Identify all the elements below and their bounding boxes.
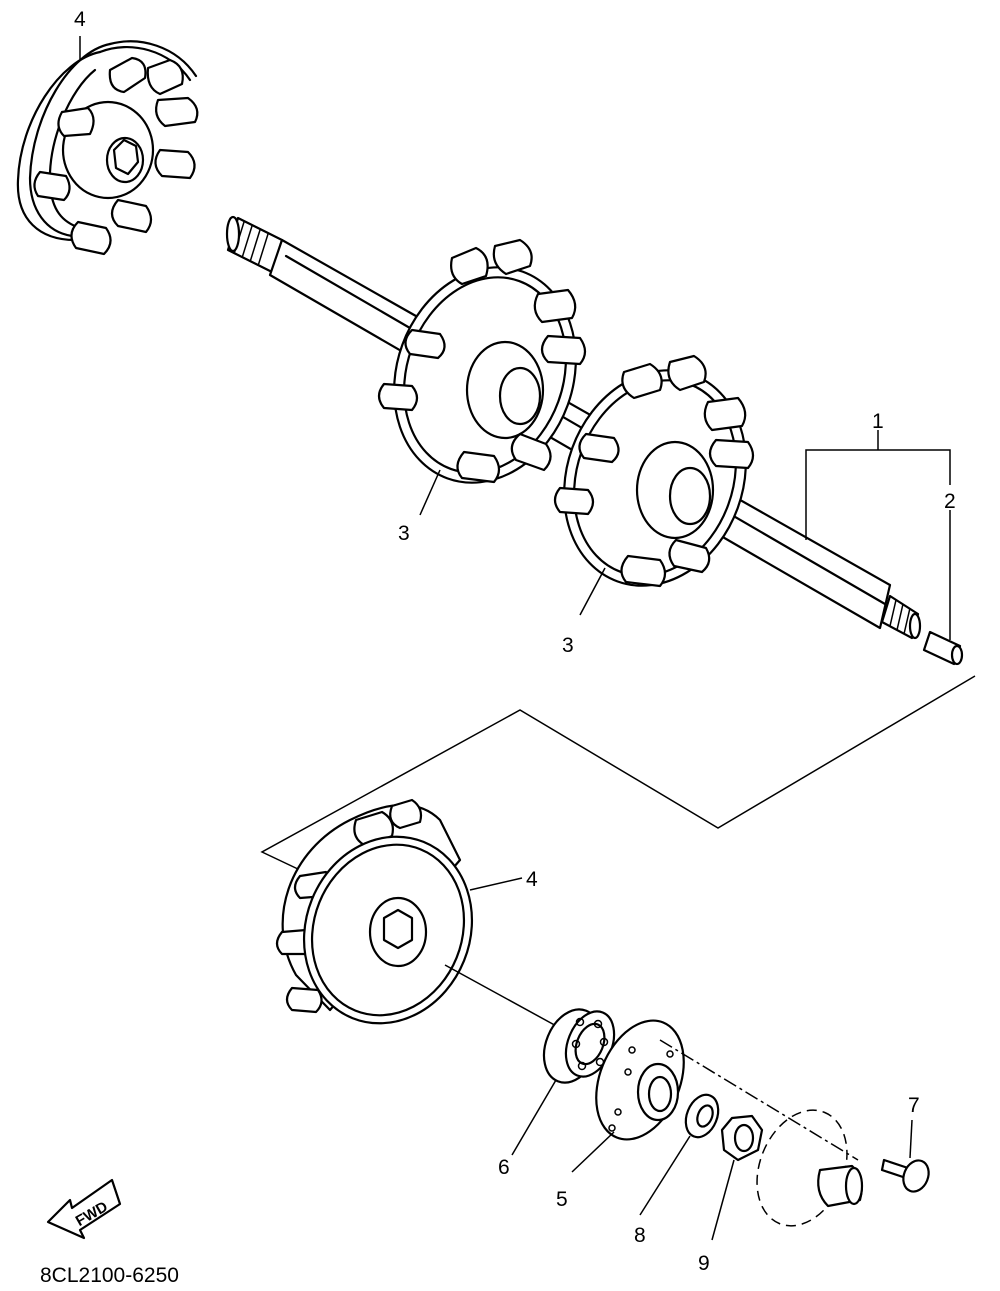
callout-4-top: 4 (74, 8, 86, 31)
centerline (659, 1039, 859, 1161)
callout-7: 7 (908, 1094, 920, 1117)
washer-8 (684, 1093, 720, 1139)
callout-6: 6 (498, 1156, 510, 1179)
sprocket-wheel-bottom (275, 798, 523, 1025)
callout-1: 1 (872, 410, 884, 433)
callout-3-right: 3 (562, 634, 574, 657)
callout-8: 8 (634, 1224, 646, 1247)
callout-9: 9 (698, 1252, 710, 1275)
end-cap-plate (756, 1109, 864, 1227)
assembly-outline (260, 675, 976, 871)
sprocket-wheel-top-left (16, 36, 199, 256)
fwd-arrow-icon: FWD (46, 1178, 122, 1240)
bolt-7 (880, 1119, 930, 1193)
callout-bracket-1-2 (805, 430, 951, 640)
part-code: 8CL2100-6250 (40, 1264, 179, 1287)
nut-9 (720, 1114, 764, 1162)
bearing-6 (542, 1008, 616, 1084)
callout-3-left: 3 (398, 522, 410, 545)
bearing-flange-5 (595, 1019, 685, 1141)
sprocket-3-left (377, 238, 587, 484)
callout-5: 5 (556, 1188, 568, 1211)
callout-4-bottom: 4 (526, 868, 538, 891)
sprocket-3-right (553, 354, 755, 588)
callout-2: 2 (944, 490, 956, 513)
